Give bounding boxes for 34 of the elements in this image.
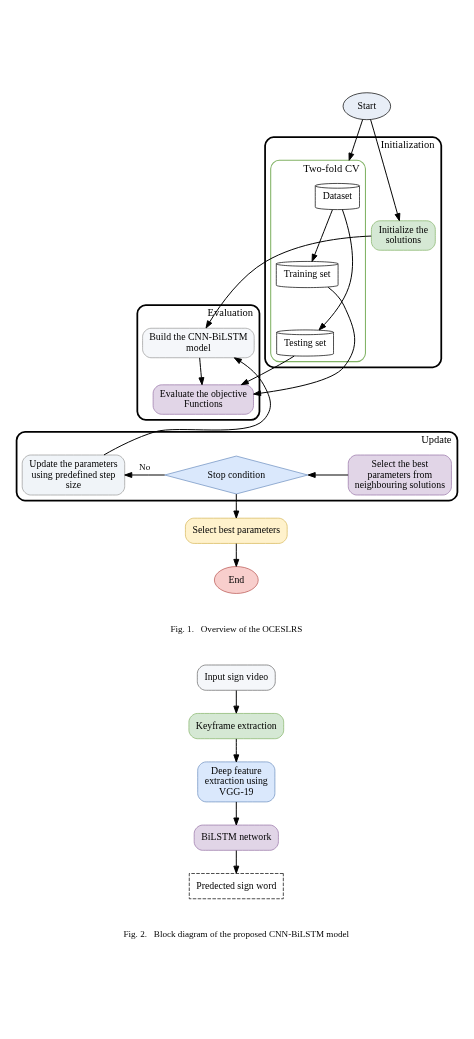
arrow (233, 542, 240, 567)
arrow (233, 689, 240, 714)
node-ellipse: Start (342, 91, 391, 120)
node-box: Select best parameters (185, 517, 288, 544)
node-ellipse: End (214, 565, 259, 594)
arrow (253, 286, 356, 396)
arrow (233, 737, 240, 762)
node-box: Update the parameters using predefined step size (21, 454, 126, 495)
node-box: Evaluate the objective Functions (152, 383, 254, 415)
arrow (103, 356, 271, 455)
arrow (307, 471, 349, 478)
arrow (124, 471, 166, 478)
node-box: Deep feature extraction using VGG-19 (197, 761, 276, 802)
node-box: Select the best parameters from neighbouring solutions (347, 454, 452, 495)
arrow (318, 208, 354, 330)
node-box: Build the CNN-BiLSTM model (142, 327, 255, 358)
arrow (311, 208, 333, 262)
arrow (233, 800, 240, 825)
node-box: Keyframe extraction (188, 712, 285, 739)
node-box: Predected sign word (188, 872, 284, 899)
node-box: Initialize the solutions (371, 219, 436, 251)
label: Fig. 1. Overview of the OCESLRS (170, 623, 303, 634)
arrow (348, 118, 364, 161)
arrow (233, 493, 240, 519)
arrow (233, 849, 240, 874)
arrow (205, 235, 372, 328)
arrow (198, 356, 205, 385)
node-box: Input sign video (197, 664, 276, 691)
arrow (240, 355, 295, 385)
label: Fig. 2. Block diagram of the proposed CNN-BiLSTM model (123, 928, 350, 939)
node-box: BiLSTM network (193, 824, 279, 851)
arrow (370, 118, 401, 221)
node-diamond: Stop condition (164, 455, 309, 494)
edge-label: No (139, 461, 151, 472)
